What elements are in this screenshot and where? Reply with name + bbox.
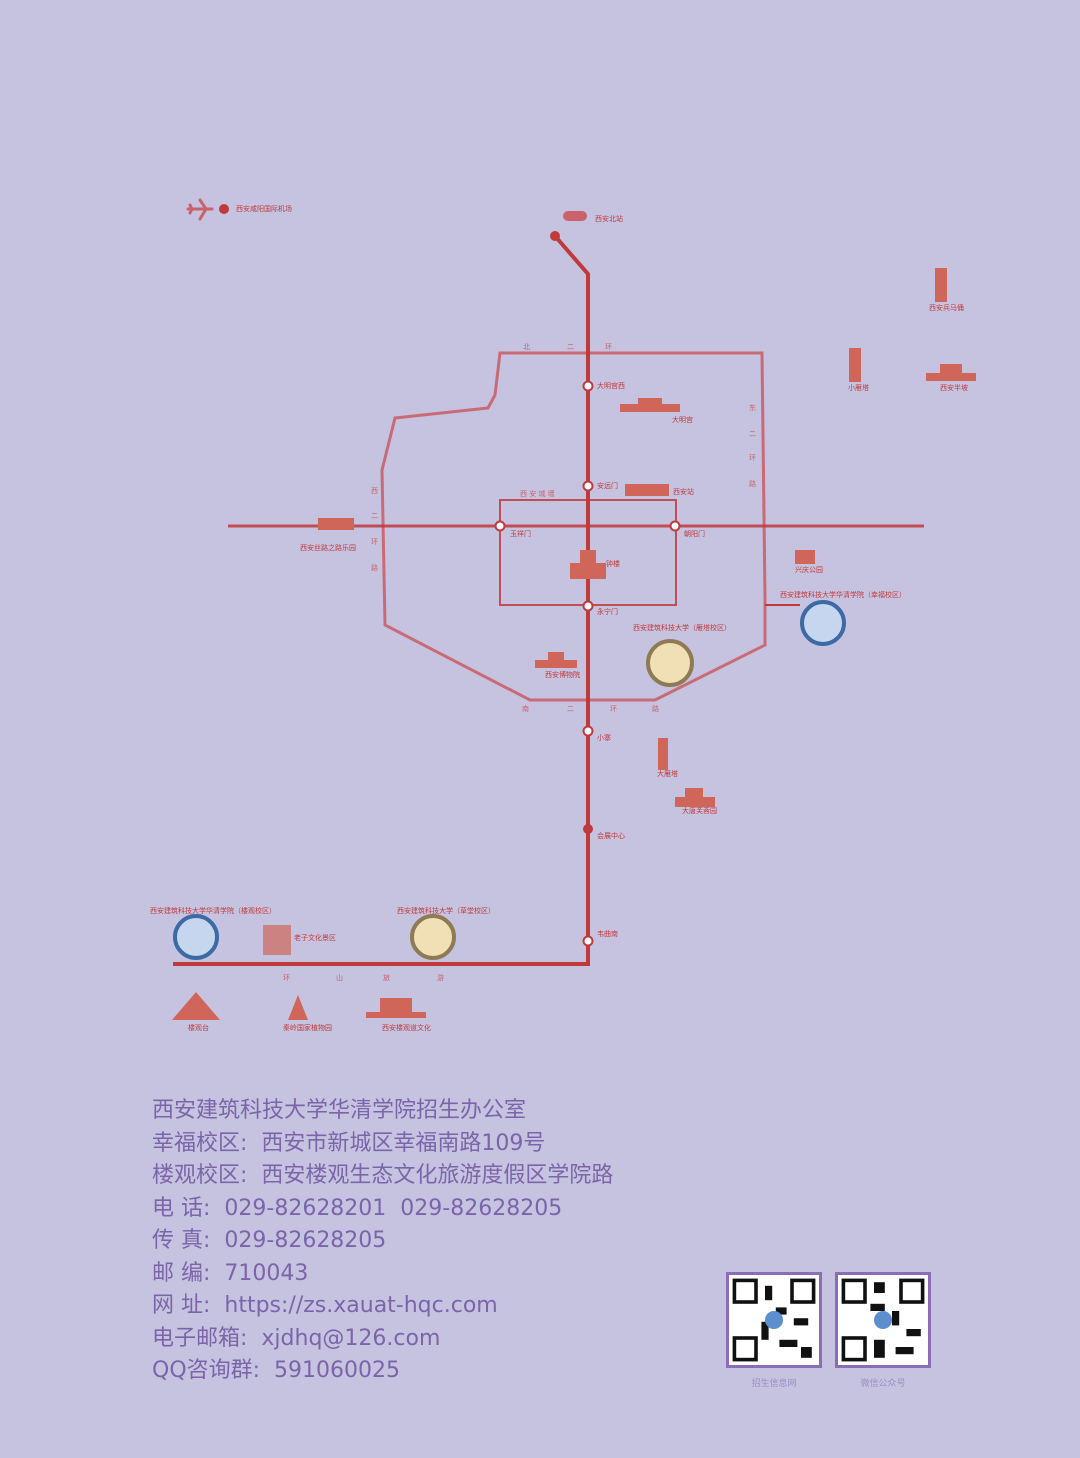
campus-label: 西安建筑科技大学（草堂校区）: [397, 906, 495, 915]
landmark-label: 老子文化景区: [294, 933, 336, 942]
landmark-label: 小雁塔: [848, 383, 869, 392]
station-label: 朝阳门: [684, 529, 705, 538]
road-label: 旅: [383, 973, 390, 982]
road-label: 西: [371, 487, 378, 495]
office-title: 西安建筑科技大学华清学院招生办公室: [152, 1098, 527, 1123]
road-label: 路: [749, 479, 756, 488]
station-label: 大明宫西: [597, 381, 625, 390]
email[interactable]: 电子邮箱: xjdhq@126.com: [152, 1325, 441, 1351]
station-label: 韦曲南: [597, 929, 618, 938]
road-label: 环: [610, 705, 617, 713]
landmark-label: 大雁塔: [657, 769, 678, 778]
qr-caption: 微信公众号: [860, 1379, 906, 1389]
landmark-label: 大唐芙蓉园: [682, 806, 717, 815]
station-label: 小寨: [597, 733, 611, 742]
campus-logo-louguan: [173, 914, 219, 960]
qr-icon: [732, 1278, 816, 1362]
xian-transit-map: 西安咸阳国际机场 西安北站 大明宫西 安远门 玉祥门 朝阳门 永宁门 小寨 会展…: [150, 198, 976, 1032]
train-icon: [563, 211, 587, 221]
phone: 电 话: 029-82628201 029-82628205: [152, 1195, 563, 1221]
road-label: 东: [749, 403, 756, 412]
campus-logo-caotang: [410, 914, 456, 960]
campus-label: 西安建筑科技大学华清学院（楼观校区）: [150, 906, 276, 915]
xingfu-campus-address: 幸福校区: 西安市新城区幸福南路109号: [152, 1130, 546, 1156]
landmark-label: 西安丝路之路乐园: [300, 543, 356, 552]
station-markers: [494, 380, 681, 947]
road-label: 环: [283, 974, 290, 982]
road-label: 二: [567, 705, 574, 713]
road-label: 南: [522, 704, 529, 713]
airport-dot: [219, 204, 229, 214]
landmark-label: 西安楼观道文化: [382, 1023, 431, 1032]
airport-label: 西安咸阳国际机场: [236, 204, 292, 213]
qr-code-admissions-site: [726, 1272, 822, 1368]
campus-logo-xingfu: [800, 600, 846, 646]
terminal-dot: [550, 231, 560, 241]
road-label: 二: [749, 430, 756, 438]
second-ring-road: [380, 351, 767, 702]
road-label: 路: [371, 563, 378, 572]
station-label: 安远门: [597, 481, 618, 490]
station-label: 永宁门: [597, 607, 618, 616]
road-label: 游: [437, 973, 444, 982]
road-label: 环: [605, 343, 612, 351]
campus-label: 西安建筑科技大学华清学院（幸福校区）: [780, 590, 906, 599]
road-label: 二: [567, 343, 574, 351]
station-label: 会展中心: [597, 831, 625, 840]
qq-group: QQ咨询群: 591060025: [152, 1358, 401, 1383]
road-label: 路: [652, 704, 659, 713]
fax: 传 真: 029-82628205: [152, 1228, 387, 1253]
north-station-label: 西安北站: [595, 214, 623, 223]
road-label: 北: [523, 343, 530, 351]
website[interactable]: 网 址: https://zs.xauat-hqc.com: [152, 1293, 498, 1318]
qr-code-wechat: [835, 1272, 931, 1368]
road-label: 山: [336, 973, 343, 982]
landmark-label: 大明宫: [672, 415, 693, 424]
landmark-label: 钟楼: [606, 559, 620, 568]
landmark-label: 西安博物院: [545, 670, 580, 679]
landmark-label: 兴庆公园: [795, 565, 823, 574]
road-label: 环: [749, 454, 756, 462]
metro-line-2: [173, 234, 590, 966]
landmark-label: 楼观台: [188, 1023, 209, 1032]
landmark-label: 西安兵马俑: [929, 303, 964, 312]
landmark-icons: [172, 268, 976, 1020]
road-label: 二: [371, 512, 378, 520]
landmark-label: 西安半坡: [940, 383, 968, 392]
road-label: 环: [371, 538, 378, 546]
qr-icon: [841, 1278, 925, 1362]
louguan-campus-address: 楼观校区: 西安楼观生态文化旅游度假区学院路: [152, 1163, 614, 1188]
contact-info: 西安建筑科技大学华清学院招生办公室 幸福校区: 西安市新城区幸福南路109号 楼…: [152, 1095, 613, 1388]
landmark-label: 西安站: [673, 487, 694, 496]
postcode: 邮 编: 710043: [152, 1260, 309, 1286]
landmark-label: 秦岭国家植物园: [283, 1023, 332, 1032]
qr-caption: 招生信息网: [751, 1379, 797, 1389]
station-dot: [583, 824, 593, 834]
campus-label: 西安建筑科技大学（雁塔校区）: [633, 623, 731, 632]
plane-icon: [186, 198, 214, 221]
station-label: 玉祥门: [510, 529, 531, 538]
campus-logo-yanta: [646, 639, 694, 687]
city-wall-label: 西 安 城 墙: [520, 489, 555, 498]
